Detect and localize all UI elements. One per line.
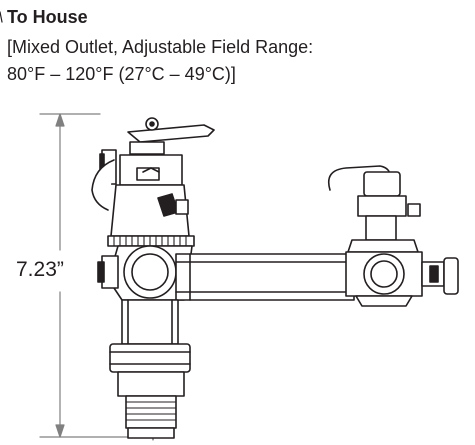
right-valve [327,165,459,307]
lower-stem [109,299,191,439]
leader-tick [0,11,3,23]
valve-body [97,245,193,301]
top-lever [127,117,215,155]
horizontal-arm [175,253,355,301]
caption-range-line-2: 80°F – 120°F (27°C – 49°C)] [7,64,236,84]
left-cap [91,149,117,211]
valve-bonnet [107,154,195,247]
caption-range-line-1: [Mixed Outlet, Adjustable Field Range: [7,37,314,57]
dimension-arrow-bottom [55,424,65,438]
height-dimension [39,113,129,438]
thread-lines [125,401,177,421]
knurl-lines [113,235,187,247]
caption-title: To House [7,7,88,27]
height-dimension-label: 7.23” [16,258,64,281]
dimension-arrow-top [55,113,65,127]
